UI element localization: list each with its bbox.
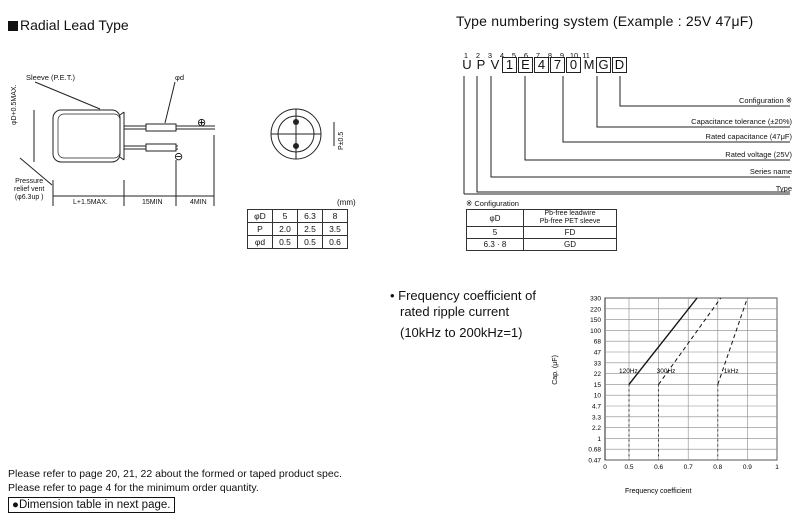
series-line [628, 297, 698, 385]
length-label: L+1.5MAX. [73, 199, 108, 206]
label-series: Series name [749, 167, 792, 176]
note-2: Please refer to page 4 for the minimum o… [8, 482, 259, 494]
capacitor-body [52, 109, 121, 163]
y-tick-label: 150 [590, 317, 601, 324]
label-configuration: Configuration ※ [739, 96, 792, 105]
y-tick-label: 10 [594, 393, 602, 400]
x-axis-label: Frequency coefficient [625, 488, 691, 495]
numbering-title: Type numbering system (Example : 25V 47μ… [456, 13, 754, 29]
note-1: Please refer to page 20, 21, 22 about th… [8, 468, 342, 480]
lead-length-label: 15MIN [142, 199, 163, 206]
y-tick-label: 100 [590, 328, 601, 335]
y-tick-label: 220 [590, 306, 601, 313]
frequency-chart: 0.470.6812.23.34.71015223347681001502203… [552, 296, 779, 496]
x-tick-label: 0.6 [654, 464, 663, 471]
config-title: ※ Configuration [466, 199, 519, 208]
y-tick-label: 2.2 [592, 425, 601, 432]
frequency-heading: • Frequency coefficient of rated ripple … [390, 288, 536, 340]
series-label: 300Hz [657, 368, 676, 375]
lead-tail-label: 4MIN [190, 199, 207, 206]
leader-lines [463, 76, 790, 195]
y-tick-label: 3.3 [592, 414, 601, 421]
y-tick-label: 22 [594, 371, 602, 378]
label-tolerance: Capacitance tolerance (±20%) [691, 117, 792, 126]
y-tick-label: 47 [594, 350, 602, 357]
lead-dia-label: φd [175, 73, 185, 82]
y-tick-label: 33 [594, 360, 602, 367]
plus-mark: ⊕ [197, 117, 206, 129]
x-tick-label: 0.7 [684, 464, 693, 471]
series-label: 120Hz [619, 368, 638, 375]
y-tick-label: 330 [590, 296, 601, 303]
y-tick-label: 15 [594, 382, 602, 389]
series-label: 1kHz [724, 368, 739, 375]
capacitor-drawing: ⊕ ⊖ [19, 81, 215, 206]
label-voltage: Rated voltage (25V) [725, 150, 792, 159]
section-heading: Radial Lead Type [8, 17, 129, 33]
minus-mark: ⊖ [174, 151, 183, 163]
x-tick-label: 0.9 [743, 464, 752, 471]
y-tick-label: 68 [594, 339, 602, 346]
x-tick-label: 1 [775, 464, 779, 471]
y-tick-label: 0.68 [588, 447, 601, 454]
x-tick-label: 0.5 [624, 464, 633, 471]
pitch-label: P±0.5 [338, 131, 345, 150]
sleeve-label: Sleeve (P.E.T.) [26, 73, 76, 82]
label-capacitance: Rated capacitance (47μF) [705, 132, 792, 141]
unit-label: (mm) [337, 198, 356, 207]
diameter-label: φD+0.5MAX. [11, 84, 18, 125]
series-line [717, 297, 748, 385]
y-tick-label: 0.47 [588, 458, 601, 465]
series-line [658, 297, 722, 385]
label-type: Type [775, 184, 792, 193]
x-tick-label: 0 [603, 464, 607, 471]
y-axis-label: Cap. (μF) [552, 355, 559, 385]
dimension-next-note: ●Dimension table in next page. [8, 497, 176, 513]
y-tick-label: 1 [597, 436, 601, 443]
x-tick-label: 0.8 [713, 464, 722, 471]
y-tick-label: 4.7 [592, 404, 601, 411]
plot-frame [604, 297, 778, 461]
end-view-drawing [270, 108, 335, 160]
